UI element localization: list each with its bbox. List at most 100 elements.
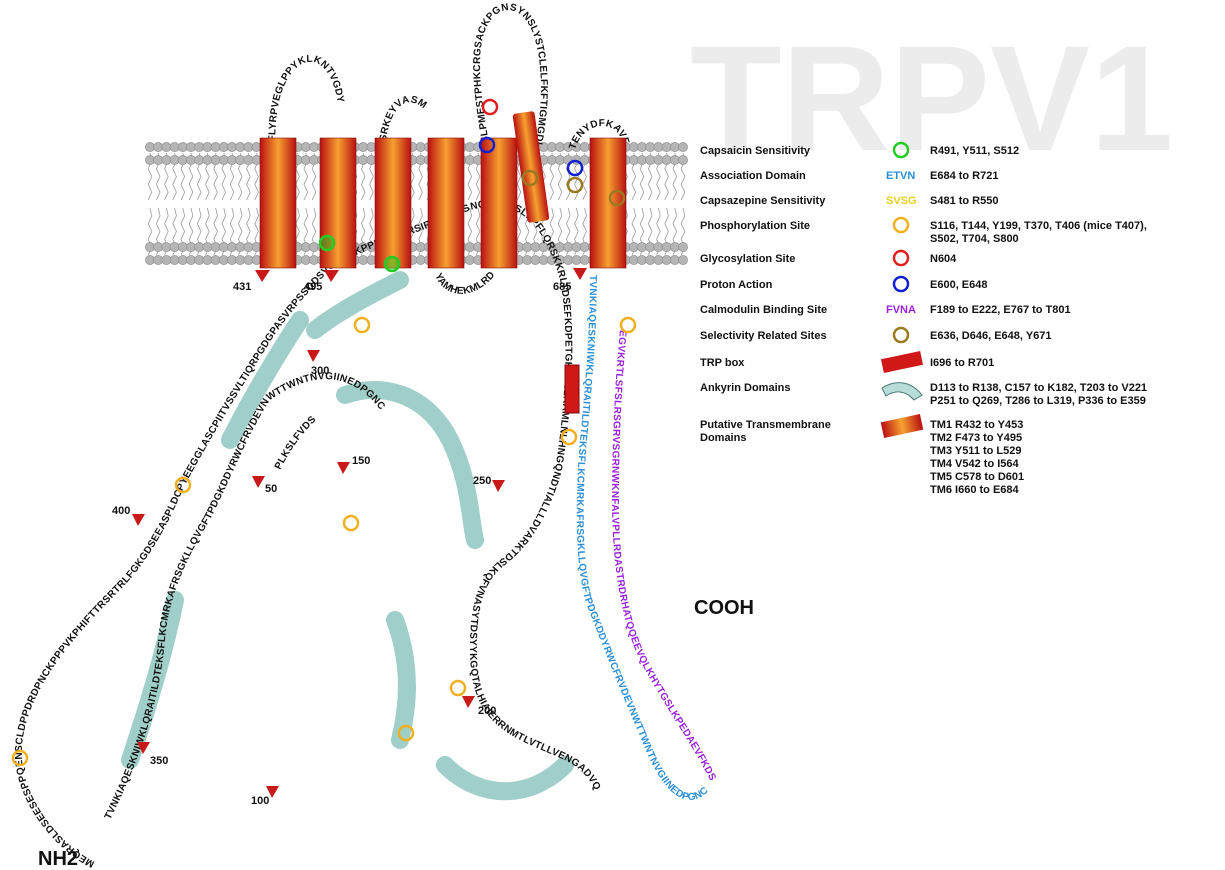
legend: Capsaicin Sensitivity R491, Y511, S512 A…: [700, 141, 1147, 496]
lipid-head: [145, 242, 155, 252]
lipid-head: [637, 242, 647, 252]
lipid-head: [194, 142, 205, 152]
lipid-head: [210, 255, 221, 265]
lipid-head: [235, 142, 246, 152]
lipid-head: [210, 242, 221, 252]
lipid-head: [579, 242, 590, 252]
marker-300: 300: [307, 350, 329, 377]
lipid-head: [169, 255, 180, 265]
legend-row-calmodulin: Calmodulin Binding Site FVNA F189 to E22…: [700, 304, 1071, 316]
legend-value: R491, Y511, S512: [930, 145, 1019, 157]
lipid-head: [145, 255, 155, 265]
lipid-head: [661, 242, 672, 252]
ankyrin-domain-3: [306, 271, 409, 339]
lipid-head: [678, 155, 688, 165]
lipid-head: [661, 142, 672, 152]
lipid-head: [243, 142, 254, 152]
legend-trp-box-symbol: [880, 350, 924, 374]
marker-label-431: 431: [233, 281, 251, 293]
seq-loop-mid: PLKSLFVDS: [273, 414, 319, 471]
marker-label-150: 150: [352, 455, 370, 467]
legend-row-ankyrin: Ankyrin Domains D113 to R138, C157 to K1…: [700, 382, 1147, 407]
marker-label-300: 300: [311, 365, 329, 377]
legend-label: Proton Action: [700, 279, 773, 291]
marker-label-100: 100: [251, 795, 269, 807]
lipid-head: [530, 255, 541, 265]
selectivity-site-marker-1: [521, 169, 539, 187]
lipid-head: [202, 155, 213, 165]
lipid-head: [637, 155, 647, 165]
lipid-head: [464, 242, 475, 252]
ankyrin-domain-4: [336, 381, 484, 549]
lipid-head: [653, 142, 664, 152]
lipid-head: [563, 255, 574, 265]
legend-value: S481 to R550: [930, 195, 998, 207]
lipid-head: [669, 255, 680, 265]
site-markers: [11, 98, 637, 767]
marker-350: 350: [137, 742, 168, 767]
transmembrane-helices: [259, 137, 627, 269]
lipid-head: [628, 242, 639, 252]
phosphorylation-site-marker-8: [619, 316, 637, 334]
legend-row-glycosylation: Glycosylation Site N604: [700, 249, 957, 267]
legend-value-line2: TM2 F473 to Y495: [930, 432, 1022, 444]
lipid-head: [555, 155, 565, 165]
lipid-head: [661, 155, 672, 165]
marker-label-250: 250: [473, 475, 491, 487]
legend-value: D113 to R138, C157 to K182, T203 to V221: [930, 382, 1147, 394]
lipid-head: [161, 142, 172, 152]
lipid-head: [522, 255, 533, 265]
legend-row-capsazepine: Capsazepine Sensitivity SVSG S481 to R55…: [700, 195, 998, 207]
n-terminus-label: NH2: [38, 848, 78, 870]
lipid-head: [161, 255, 172, 265]
legend-calmodulin-symbol: FVNA: [886, 304, 916, 316]
phosphorylation-site-marker-1: [353, 316, 371, 334]
lipid-head: [161, 242, 172, 252]
lipid-head: [309, 155, 319, 165]
watermark-text: TRPV1: [690, 14, 1173, 182]
lipid-head: [218, 142, 229, 152]
lipid-head: [300, 255, 311, 265]
marker-label-400: 400: [112, 505, 130, 517]
legend-value-line3: TM3 Y511 to L529: [930, 445, 1022, 457]
lipid-head: [645, 242, 656, 252]
capsaicin-site-marker-2: [383, 255, 401, 273]
tm-helix-3: [374, 137, 412, 269]
trp-box: [564, 364, 580, 414]
lipid-head: [153, 255, 164, 265]
legend-row-phosphorylation: Phosphorylation Site S116, T144, Y199, T…: [700, 216, 1147, 245]
lipid-head: [243, 255, 254, 265]
lipid-head: [177, 242, 188, 252]
lipid-head: [161, 155, 172, 165]
legend-label: Glycosylation Site: [700, 253, 795, 265]
legend-value: E636, D646, E648, Y671: [930, 330, 1052, 342]
residue-number-markers: 431 495 685 300 150 50 250 400: [112, 268, 587, 807]
lipid-head: [546, 155, 557, 165]
legend-label-line2: Domains: [700, 432, 746, 444]
lipid-head: [522, 242, 533, 252]
legend-selectivity-symbol: [892, 326, 910, 344]
legend-value: N604: [930, 253, 957, 265]
lipid-head: [678, 142, 688, 152]
lipid-head: [145, 155, 155, 165]
lipid-head: [153, 142, 164, 152]
lipid-head: [415, 242, 426, 252]
lipid-head: [645, 155, 656, 165]
lipid-head: [645, 255, 656, 265]
lipid-head: [669, 242, 680, 252]
lipid-head: [653, 242, 664, 252]
lipid-head: [210, 142, 221, 152]
legend-value-line4: TM4 V542 to I564: [930, 458, 1020, 470]
lipid-head: [645, 142, 656, 152]
lipid-head: [309, 242, 319, 252]
legend-label: Ankyrin Domains: [700, 382, 790, 394]
legend-value-line5: TM5 C578 to D601: [930, 471, 1024, 483]
lipid-head: [366, 255, 377, 265]
lipid-head: [628, 142, 639, 152]
legend-value: E684 to R721: [930, 170, 998, 182]
lipid-head: [464, 155, 475, 165]
lipid-head: [571, 255, 582, 265]
legend-value: S116, T144, Y199, T370, T406 (mice T407)…: [930, 220, 1147, 232]
legend-row-proton: Proton Action E600, E648: [700, 275, 988, 293]
legend-label: Association Domain: [700, 170, 806, 182]
